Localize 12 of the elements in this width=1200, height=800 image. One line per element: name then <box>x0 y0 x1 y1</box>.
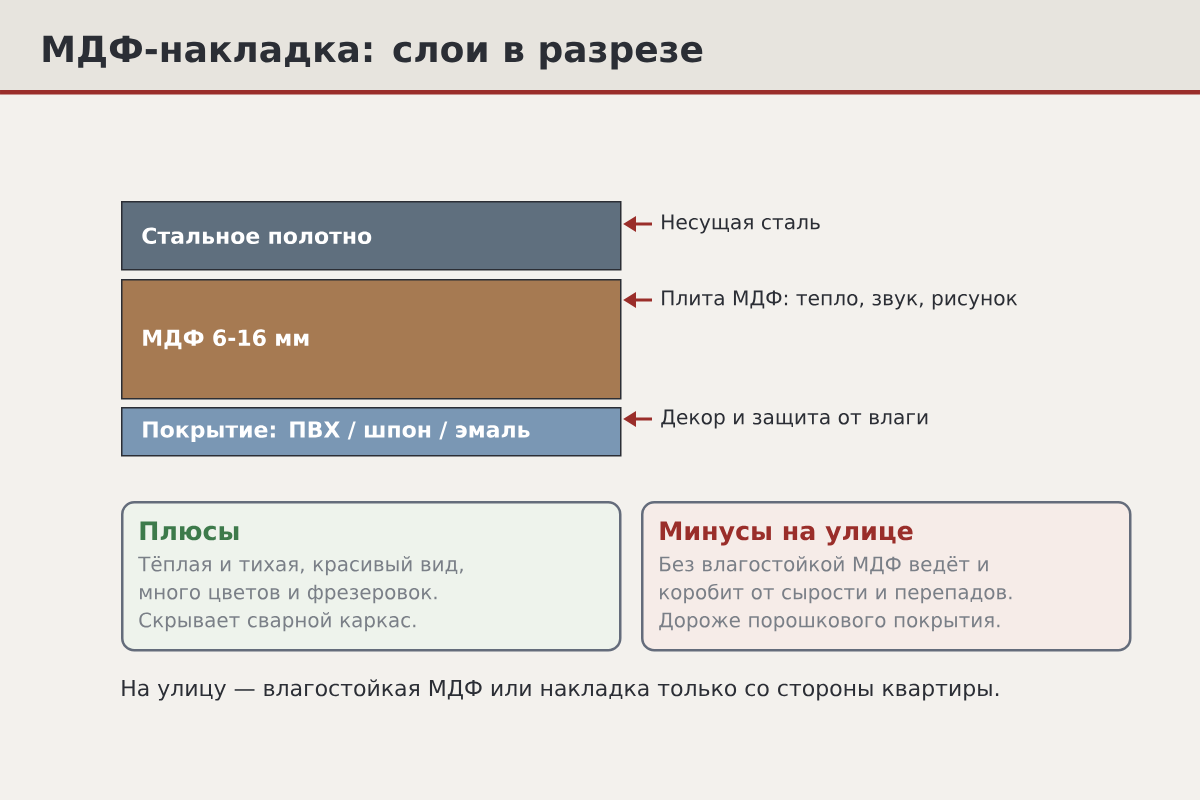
card-text: Тёплая и тихая, красивый вид, много цветов и фрезеровок. Скрывает сварной каркас. <box>138 556 463 632</box>
layer-box: Покрытие: ПВХ / шпон / эмаль <box>121 407 622 457</box>
layer-note: Декор и защита от влаги <box>661 409 928 429</box>
note-text: На улицу — влагостойкая МДФ или накладка только со стороны квартиры. <box>122 679 999 701</box>
layer-note: Плита МДФ: тепло, звук, рисунок <box>662 290 1018 310</box>
card-heading: Плюсы <box>140 521 239 541</box>
layer-box: МДФ 6-16 мм <box>121 279 622 400</box>
layer-note: Несущая сталь <box>662 214 820 234</box>
card-heading: Минусы на улице <box>660 521 913 546</box>
layer-box: Стальное полотно <box>121 201 622 271</box>
card-text: Без влагостойкой МДФ ведёт и коробит от сырости и перепадов. Дороже порошкового покрытия. <box>659 556 1012 632</box>
title: МДФ-накладка: слои в разрезе <box>43 35 703 70</box>
